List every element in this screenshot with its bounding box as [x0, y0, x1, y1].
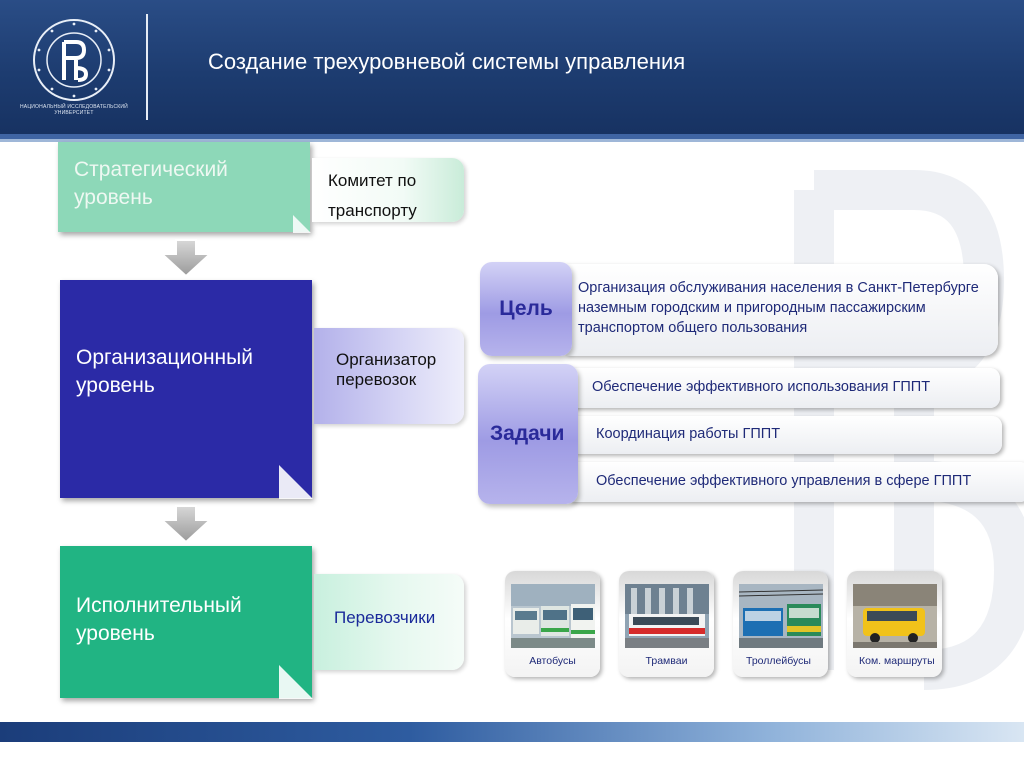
task-item: Координация работы ГППТ	[574, 416, 1002, 454]
down-arrow-icon	[160, 505, 212, 544]
strategic-level-card: Стратегический уровень	[58, 142, 311, 233]
trolleybus-photo-icon	[739, 584, 823, 648]
transport-caption: Троллейбусы	[746, 655, 811, 667]
header-divider	[146, 14, 148, 120]
page-fold-decoration	[279, 665, 313, 699]
transport-card-minibus: Ком. маршруты	[847, 571, 942, 677]
logo-caption: НАЦИОНАЛЬНЫЙ ИССЛЕДОВАТЕЛЬСКИЙ УНИВЕРСИТ…	[20, 104, 128, 116]
task-item: Обеспечение эффективного управления в сф…	[570, 462, 1024, 502]
carriers-label: Перевозчики	[314, 574, 464, 670]
transport-organizer-label: Организатор перевозок	[314, 328, 464, 424]
transport-card-tram: Трамваи	[619, 571, 714, 677]
transport-caption: Трамваи	[645, 655, 688, 667]
bus-photo-icon	[511, 584, 595, 648]
transport-caption: Автобусы	[529, 655, 576, 667]
transport-caption: Ком. маршруты	[859, 655, 935, 667]
organizational-level-label: Организационный уровень	[76, 346, 253, 397]
hse-logo-icon	[33, 19, 115, 101]
minibus-photo-icon	[853, 584, 937, 648]
down-arrow-icon	[160, 239, 212, 278]
tasks-tag: Задачи	[478, 364, 578, 504]
header-stripe	[0, 134, 1024, 139]
executive-level-label: Исполнительный уровень	[76, 594, 242, 645]
page-title: Создание трехуровневой системы управлени…	[208, 49, 686, 74]
transport-card-bus: Автобусы	[505, 571, 600, 677]
page-fold-decoration	[293, 215, 311, 233]
header-bar: НАЦИОНАЛЬНЫЙ ИССЛЕДОВАТЕЛЬСКИЙ УНИВЕРСИТ…	[0, 0, 1024, 134]
executive-level-card: Исполнительный уровень	[60, 546, 313, 699]
goal-tag: Цель	[480, 262, 572, 356]
strategic-level-label: Стратегический уровень	[74, 158, 228, 209]
header-stripe-light	[0, 139, 1024, 142]
goal-text-box: Организация обслуживания населения в Сан…	[566, 264, 998, 356]
transport-committee-label: Комитет по транспорту	[312, 158, 464, 222]
tram-photo-icon	[625, 584, 709, 648]
page-fold-decoration	[279, 465, 313, 499]
task-item: Обеспечение эффективного использования Г…	[570, 368, 1000, 408]
footer-bar	[0, 722, 1024, 742]
organizational-level-card: Организационный уровень	[60, 280, 313, 499]
transport-card-trolleybus: Троллейбусы	[733, 571, 828, 677]
